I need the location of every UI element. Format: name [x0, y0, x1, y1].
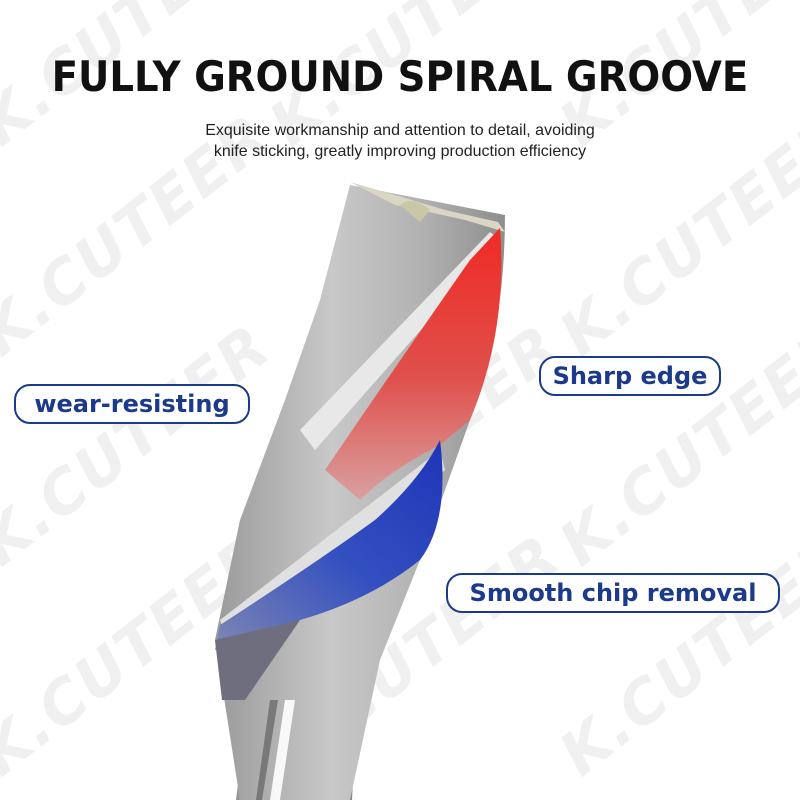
- smooth-chip-removal-badge: Smooth chip removal: [446, 573, 780, 613]
- subtitle-line-1: Exquisite workmanship and attention to d…: [205, 122, 595, 139]
- subtitle-line-2: knife sticking, greatly improving produc…: [213, 143, 587, 160]
- sharp-edge-badge: Sharp edge: [539, 356, 721, 396]
- page-title: FULLY GROUND SPIRAL GROOVE: [51, 52, 749, 101]
- subtitle: Exquisite workmanship and attention to d…: [0, 120, 800, 162]
- wear-resisting-badge: wear-resisting: [14, 384, 250, 424]
